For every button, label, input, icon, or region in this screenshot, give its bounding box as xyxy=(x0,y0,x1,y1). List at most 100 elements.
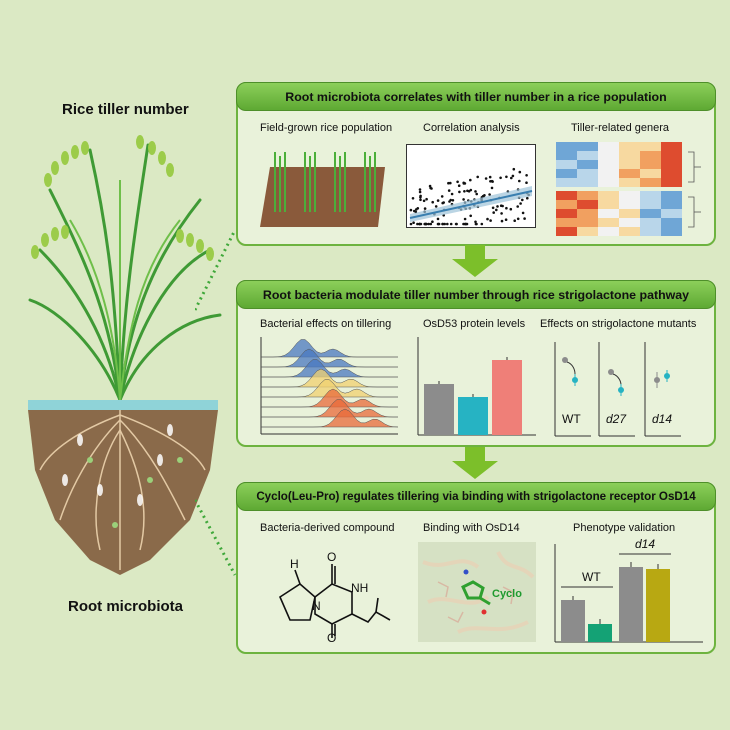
panel2-sub-bacterial: Bacterial effects on tillering xyxy=(260,318,392,330)
heatmap-cell xyxy=(661,169,682,178)
heatmap-cell xyxy=(577,200,598,209)
scatter-point xyxy=(499,176,502,180)
scatter-point xyxy=(458,190,461,194)
heatmap-cell xyxy=(661,218,682,227)
scatter-point xyxy=(467,190,471,193)
scatter-point xyxy=(424,222,428,226)
heatmap-cell xyxy=(556,178,577,187)
panel1-sub-field: Field-grown rice population xyxy=(260,122,393,134)
panel3-sub-binding: Binding with OsD14 xyxy=(423,522,520,534)
scatter-point xyxy=(446,222,449,226)
heatmap-cell xyxy=(598,142,619,151)
heatmap-cell xyxy=(598,160,619,169)
heatmap-cell xyxy=(556,218,577,227)
heatmap-cell xyxy=(619,200,640,209)
scatter-point xyxy=(437,222,440,226)
scatter-point xyxy=(525,174,528,177)
heatmap-cell xyxy=(661,160,682,169)
osd53-bar-chart xyxy=(417,337,536,436)
scatter-point xyxy=(504,218,508,221)
heatmap-cell xyxy=(640,160,661,169)
scatter-point xyxy=(500,212,503,215)
scatter-point xyxy=(462,182,466,185)
scatter-point xyxy=(476,175,479,179)
scatter-point xyxy=(480,222,484,226)
heatmap-cell xyxy=(598,169,619,178)
scatter-point xyxy=(429,222,433,226)
mutant-effects xyxy=(554,342,681,437)
heatmap-cell xyxy=(598,191,619,200)
rice-plant-illustration xyxy=(28,135,222,575)
heatmap-cell xyxy=(556,209,577,218)
heatmap-cell xyxy=(577,142,598,151)
scatter-point xyxy=(422,199,426,203)
scatter-point xyxy=(475,222,478,226)
panel3-title: Cyclo(Leu-Pro) regulates tillering via b… xyxy=(236,482,716,511)
svg-text:H: H xyxy=(290,557,299,571)
heatmap-cell xyxy=(598,200,619,209)
scatter-point xyxy=(454,222,458,226)
scatter-point xyxy=(427,222,430,226)
scatter-point xyxy=(509,207,513,211)
scatter-point xyxy=(411,197,415,200)
scatter-point xyxy=(516,205,519,208)
bar-gray xyxy=(424,384,454,435)
scatter-point xyxy=(521,211,525,215)
chemical-structure: H NH N O O xyxy=(278,550,391,642)
scatter-point xyxy=(484,177,488,180)
group-label-wt: WT xyxy=(582,570,601,584)
scatter-point xyxy=(423,207,427,210)
scatter-point xyxy=(419,198,422,202)
rice-tiller-label: Rice tiller number xyxy=(62,101,189,118)
scatter-point xyxy=(431,200,434,204)
panel-cyclo-leu-pro: Cyclo(Leu-Pro) regulates tillering via b… xyxy=(236,482,716,654)
heatmap-cell xyxy=(619,178,640,187)
scatter-point xyxy=(490,186,494,190)
scatter-point xyxy=(525,181,528,184)
ridge-curve xyxy=(261,379,398,398)
down-arrow-1 xyxy=(452,245,498,277)
scatter-point xyxy=(512,167,516,171)
root-microbiota-label: Root microbiota xyxy=(68,598,183,615)
scatter-point xyxy=(465,222,469,226)
heatmap-cell xyxy=(577,209,598,218)
mutant-label-wt: WT xyxy=(562,412,581,426)
scatter-point xyxy=(499,204,503,207)
scatter-point xyxy=(440,195,444,198)
heatmap-cell xyxy=(619,151,640,160)
svg-text:NH: NH xyxy=(351,581,368,595)
scatter-point xyxy=(418,190,422,194)
heatmap-cell xyxy=(598,209,619,218)
heatmap-cell xyxy=(619,160,640,169)
panel1-sub-genera: Tiller-related genera xyxy=(571,122,670,134)
scatter-point xyxy=(447,189,451,192)
ridge-curve xyxy=(261,399,398,418)
scatter-point xyxy=(495,208,498,212)
heatmap-cell xyxy=(577,191,598,200)
panel2-sub-osd53: OsD53 protein levels xyxy=(423,318,526,330)
heatmap-cell xyxy=(577,151,598,160)
binding-cyclo-label: Cyclo xyxy=(492,588,522,600)
scatter-point xyxy=(428,184,432,188)
scatter-point xyxy=(505,206,508,210)
heatmap-cell xyxy=(556,151,577,160)
field-illustration xyxy=(260,152,385,227)
panel3-sub-phenotype: Phenotype validation xyxy=(573,522,676,534)
scatter-point xyxy=(500,219,504,223)
scatter-plot xyxy=(406,144,536,228)
heatmap-cell xyxy=(556,200,577,209)
panel-microbiota-correlation: Root microbiota correlates with tiller n… xyxy=(236,82,716,246)
scatter-point xyxy=(449,198,452,202)
heatmap-cell xyxy=(661,142,682,151)
heatmap-cell xyxy=(577,227,598,236)
heatmap-cell xyxy=(619,191,640,200)
panel2-title: Root bacteria modulate tiller number thr… xyxy=(236,280,716,309)
scatter-point xyxy=(416,222,419,226)
scatter-point xyxy=(463,222,467,226)
svg-text:O: O xyxy=(327,631,336,642)
scatter-point xyxy=(483,194,486,197)
scatter-point xyxy=(489,180,492,183)
heatmap-cell xyxy=(577,178,598,187)
heatmap-cell xyxy=(619,142,640,151)
heatmap-cell xyxy=(640,209,661,218)
